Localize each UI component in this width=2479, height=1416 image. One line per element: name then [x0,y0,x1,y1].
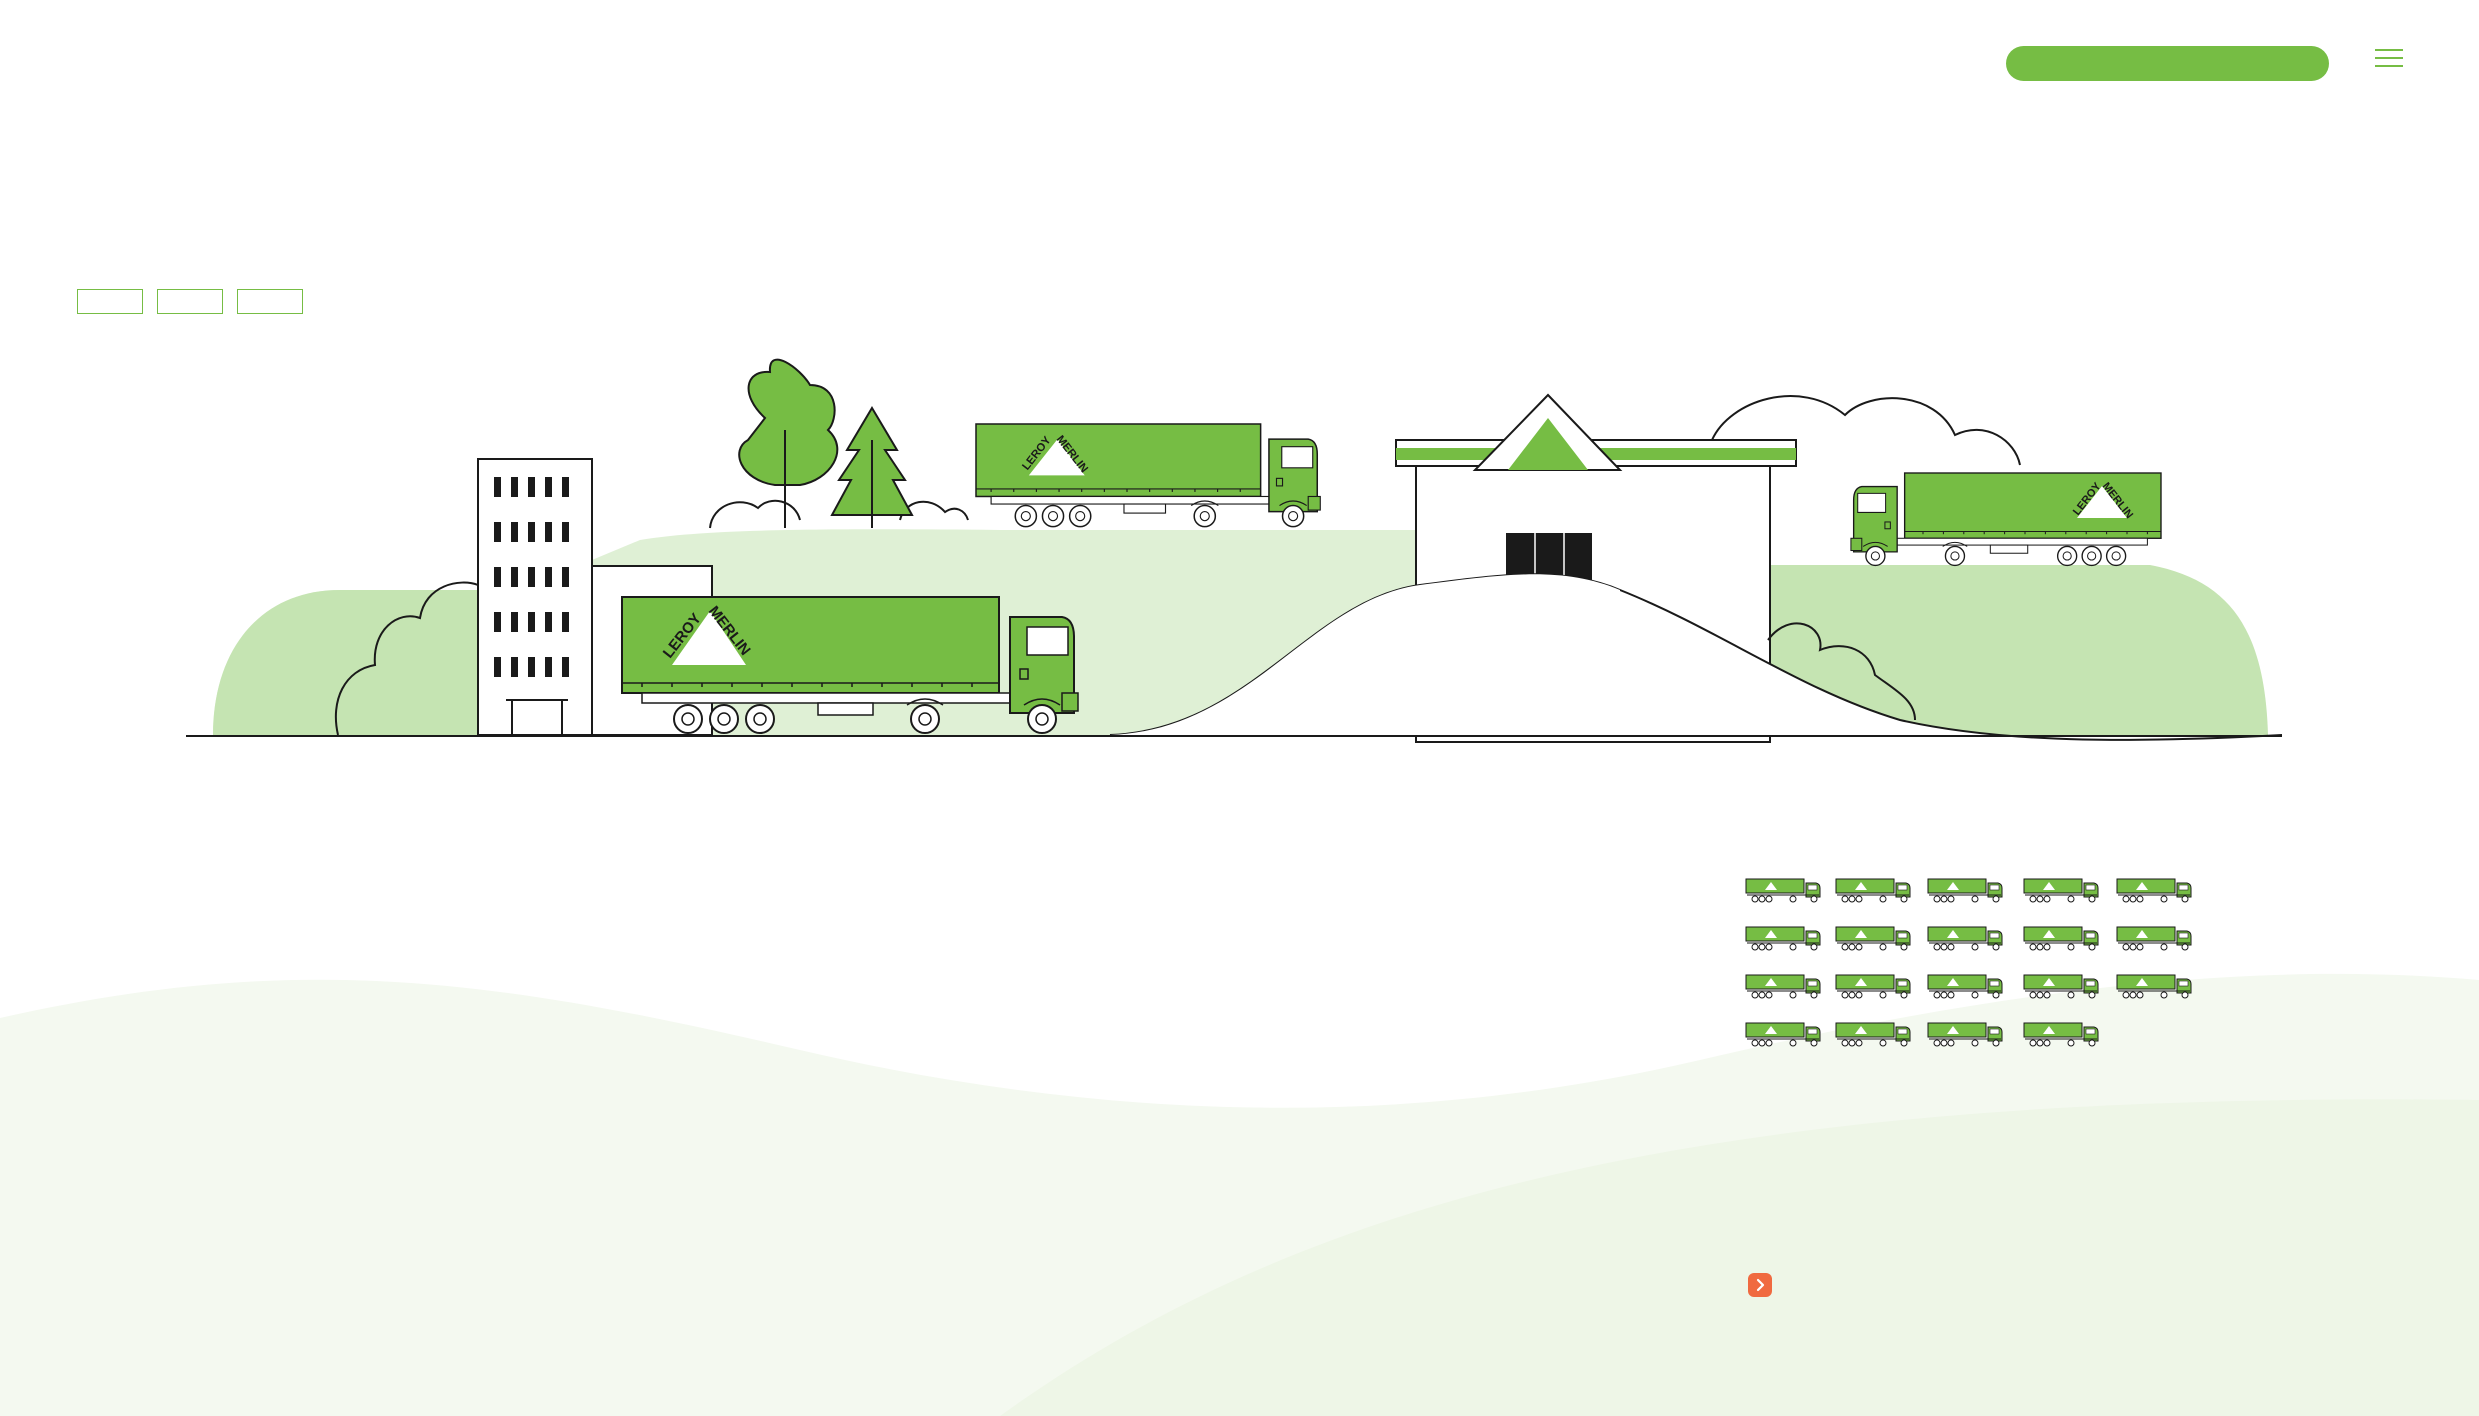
fleet-truck [1927,926,2003,951]
fleet-truck [1927,1022,2003,1047]
fleet-truck [1835,878,1911,903]
next-button[interactable] [1748,1273,1772,1297]
fleet-truck [1927,878,2003,903]
fleet-truck [2023,974,2099,999]
fleet-truck [1835,1022,1911,1047]
fleet-truck [1745,926,1821,951]
hamburger-line [2375,65,2403,67]
fleet-truck [1745,1022,1821,1047]
fleet-truck [1745,878,1821,903]
fleet-truck [2023,1022,2099,1047]
fleet-truck [1927,974,2003,999]
hamburger-line [2375,57,2403,59]
logistics-scene: LEROY MERLIN LEROY MERLIN LEROY MERLIN [186,358,2283,743]
tab-3[interactable] [237,289,303,314]
fleet-truck [2023,926,2099,951]
background-hills [0,973,2479,1416]
fleet-truck [2023,878,2099,903]
fleet-truck [1745,974,1821,999]
fleet-truck [1835,926,1911,951]
hamburger-icon [2375,49,2403,51]
tab-1[interactable] [77,289,143,314]
truck-middle: LEROY MERLIN [975,423,1322,528]
truck-fleet-grid [1745,878,2192,1047]
menu-button[interactable] [2375,46,2403,70]
fleet-truck [2116,878,2192,903]
tab-2[interactable] [157,289,223,314]
fleet-truck [1835,974,1911,999]
chevron-right-icon [1756,1278,1765,1292]
cta-button[interactable] [2006,46,2329,81]
fleet-truck [2116,926,2192,951]
fleet-truck [2116,974,2192,999]
truck-large: LEROY MERLIN [621,596,1079,734]
